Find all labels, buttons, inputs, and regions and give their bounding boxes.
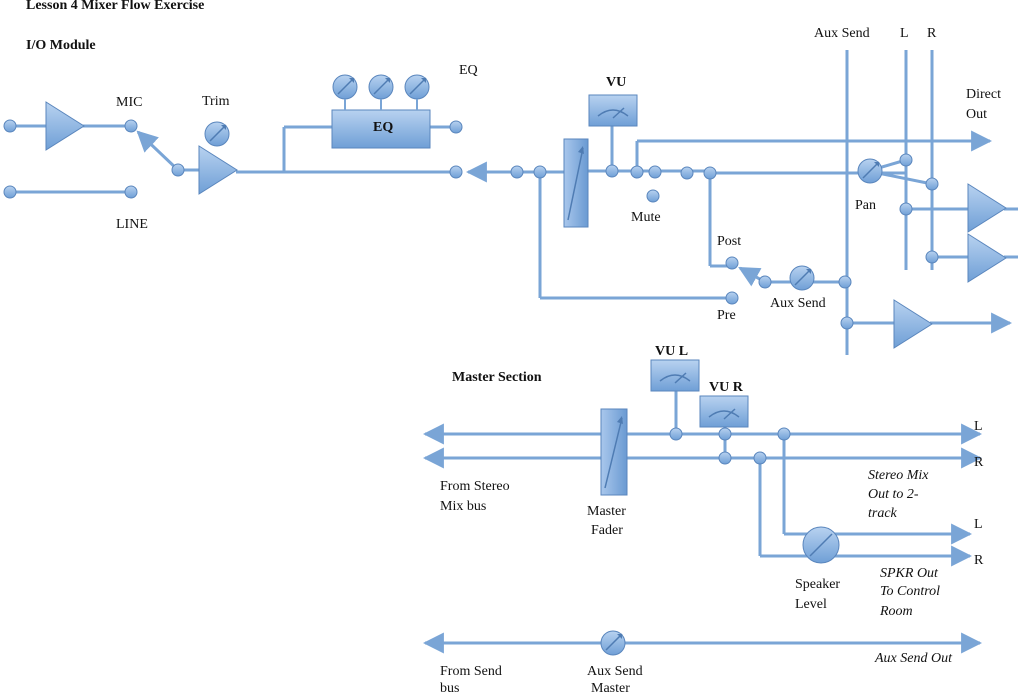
junction-nodes <box>3 119 939 465</box>
vu-r-label: VU R <box>709 380 743 395</box>
amplifiers <box>45 101 1007 349</box>
spkr-out-label-line1: SPKR Out <box>880 566 938 581</box>
from-send-label-line1: From Send <box>440 664 502 679</box>
spkr-out-l-label: L <box>974 517 983 532</box>
aux-send-knob-icon[interactable] <box>789 265 815 291</box>
stereo-out-l-label: L <box>974 419 983 434</box>
line-label: LINE <box>116 217 148 232</box>
direct-out-label-line2: Out <box>966 107 987 122</box>
mute-label: Mute <box>631 210 661 225</box>
r-bus-amp-icon <box>967 233 1007 283</box>
eq-knob-1-icon[interactable] <box>332 74 358 100</box>
page-title: Lesson 4 Mixer Flow Exercise <box>26 0 205 13</box>
l-bus-label: L <box>900 26 909 41</box>
aux-send-bus-label: Aux Send <box>814 26 870 41</box>
eq-label: EQ <box>459 63 478 78</box>
eq-knob-2-icon[interactable] <box>368 74 394 100</box>
vu-label: VU <box>606 75 627 90</box>
aux-send-master-label-line2: Master <box>591 681 630 696</box>
vu-l-label: VU L <box>655 344 689 359</box>
from-send-label-line2: bus <box>440 681 460 696</box>
post-label: Post <box>717 234 742 249</box>
mic-preamp-icon <box>45 101 85 151</box>
eq-block-label: EQ <box>373 120 394 135</box>
master-fader-label-line2: Fader <box>591 523 623 538</box>
trim-knob-icon[interactable] <box>204 121 230 147</box>
stereo-out-r-label: R <box>974 455 984 470</box>
io-module-heading: I/O Module <box>26 38 96 53</box>
master-fader-label-line1: Master <box>587 504 626 519</box>
speaker-level-label-line2: Level <box>795 597 827 612</box>
aux-send-out-label: Aux Send Out <box>875 651 952 666</box>
stereo-mix-label-line1: Stereo Mix <box>868 468 929 483</box>
master-fader[interactable] <box>600 408 628 496</box>
pan-knob-icon[interactable] <box>857 158 883 184</box>
aux-send-master-label-line1: Aux Send <box>587 664 643 679</box>
r-bus-label: R <box>927 26 937 41</box>
spkr-out-label-line3: Room <box>880 604 913 619</box>
speaker-level-label-line1: Speaker <box>795 577 841 592</box>
trim-label: Trim <box>202 94 230 109</box>
aux-bus-amp-icon <box>893 299 933 349</box>
eq-block <box>331 109 431 149</box>
pan-label: Pan <box>855 198 876 213</box>
aux-send-master-knob-icon[interactable] <box>600 630 626 656</box>
direct-out-label-line1: Direct <box>966 87 1001 102</box>
from-stereo-label-line2: Mix bus <box>440 499 487 514</box>
stereo-mix-label-line3: track <box>868 506 897 521</box>
spkr-out-r-label: R <box>974 553 984 568</box>
from-stereo-label-line1: From Stereo <box>440 479 510 494</box>
master-section-heading: Master Section <box>452 370 542 385</box>
signal-wires <box>10 50 1018 654</box>
stereo-mix-label-line2: Out to 2- <box>868 487 919 502</box>
eq-knob-3-icon[interactable] <box>404 74 430 100</box>
speaker-level-knob-icon[interactable] <box>802 526 840 564</box>
channel-fader[interactable] <box>563 138 589 228</box>
l-bus-amp-icon <box>967 183 1007 233</box>
spkr-out-label-line2: To Control <box>880 584 941 599</box>
aux-send-knob-label: Aux Send <box>770 296 826 311</box>
mic-label: MIC <box>116 95 143 110</box>
trim-amp-icon <box>198 145 238 195</box>
pre-label: Pre <box>717 308 736 323</box>
